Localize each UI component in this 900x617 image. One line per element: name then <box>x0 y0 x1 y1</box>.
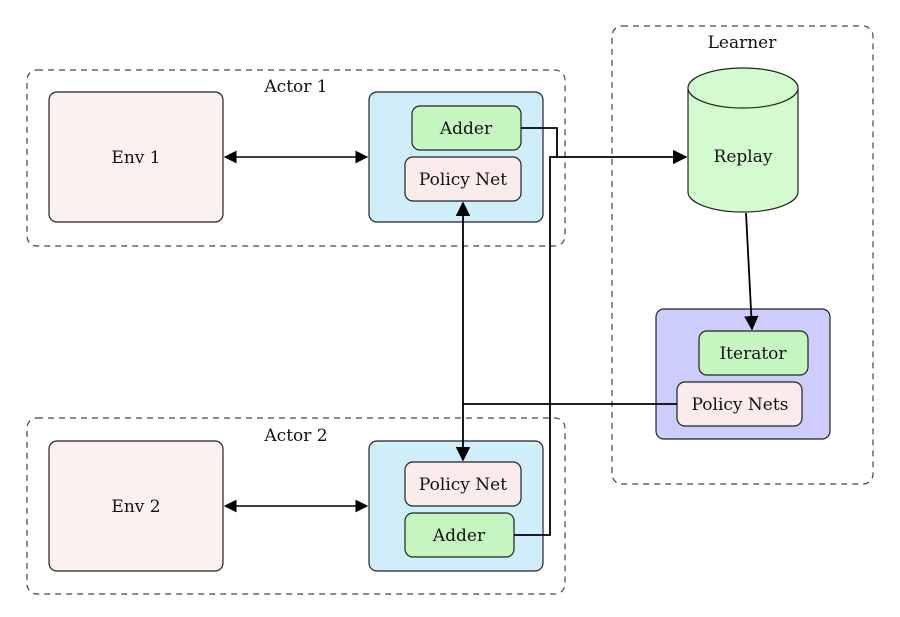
policy-nets-label: Policy Nets <box>692 395 789 415</box>
policy1-label: Policy Net <box>419 170 507 190</box>
iterator-label: Iterator <box>719 344 787 364</box>
replay-cylinder <box>687 67 799 213</box>
env2-label: Env 2 <box>111 497 160 517</box>
learner-group-label: Learner <box>708 33 778 53</box>
learner-group <box>611 25 874 485</box>
iterator-box <box>698 330 809 376</box>
env1-box <box>48 91 224 223</box>
adder2-label: Adder <box>432 526 486 546</box>
env1-label: Env 1 <box>111 148 160 168</box>
actor1-group-label: Actor 1 <box>263 77 327 97</box>
actor2-group <box>26 417 566 595</box>
env2-box <box>48 440 224 572</box>
actor2-group-label: Actor 2 <box>263 426 327 446</box>
adder2-to-replay-edge <box>514 156 557 536</box>
policy1-box <box>404 156 522 202</box>
policy2-label: Policy Net <box>419 475 507 495</box>
adder1-to-replay-edge <box>521 127 688 165</box>
actor1-group <box>26 69 566 247</box>
replay-label: Replay <box>714 147 773 167</box>
replay-to-iterator-arrow <box>744 212 759 331</box>
policy2-box <box>404 461 522 507</box>
adder1-label: Adder <box>439 119 493 139</box>
